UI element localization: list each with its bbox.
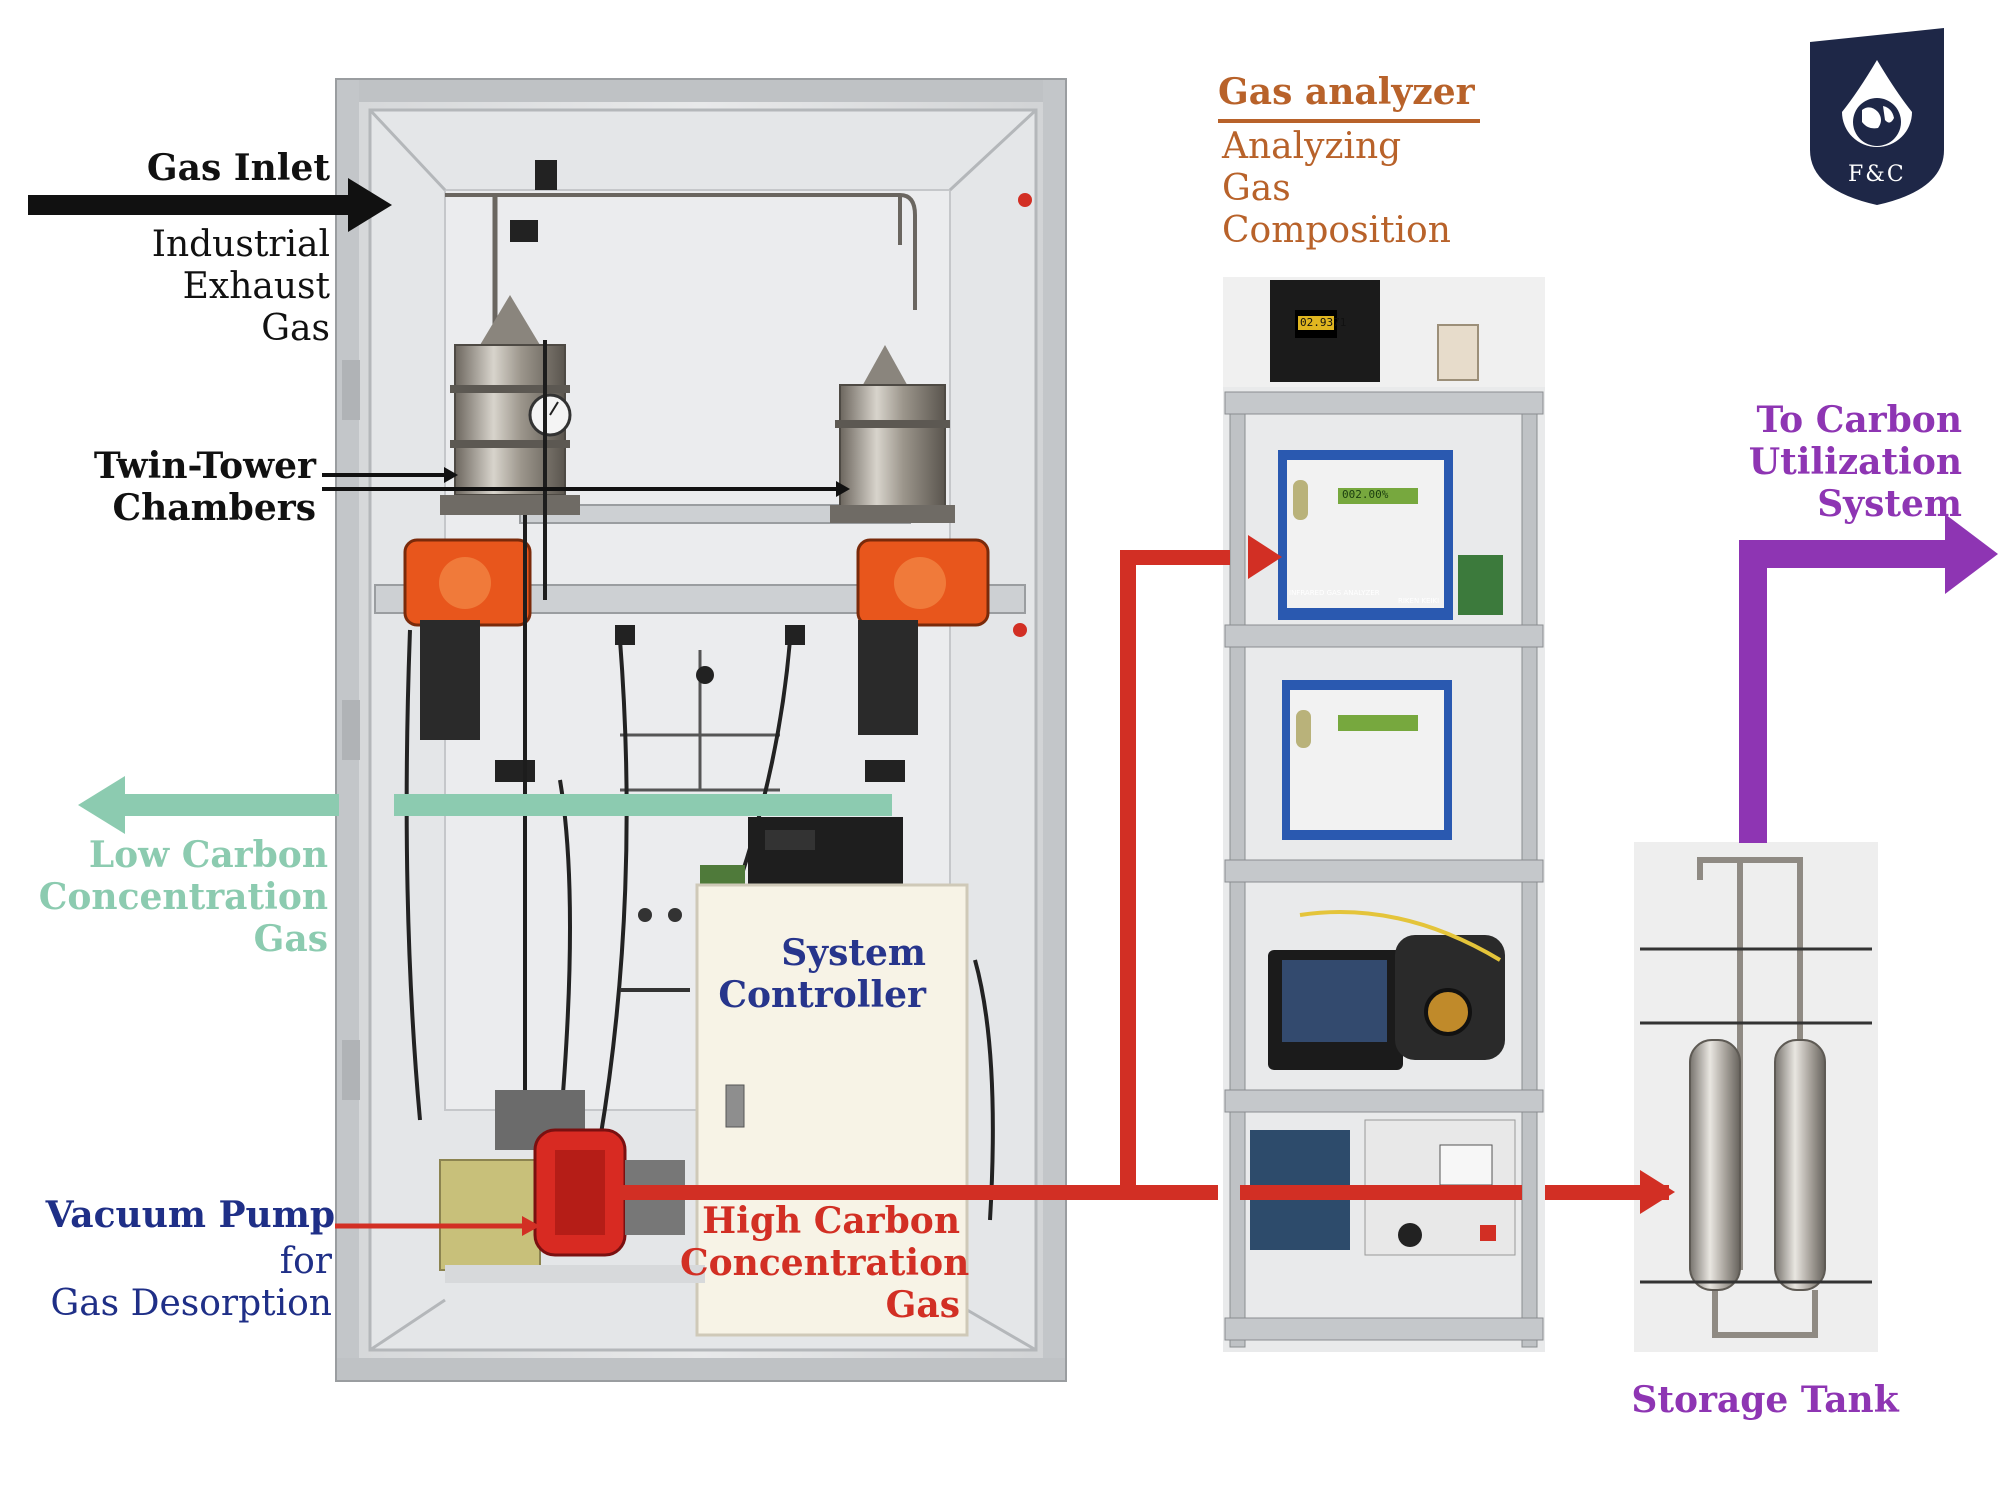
right-tower: [830, 345, 1027, 782]
analyzer-display-top: 02.9371: [1300, 316, 1347, 329]
gas-inlet-title: Gas Inlet: [146, 147, 330, 189]
analyzer-brand: RIKEN KEIKI: [1398, 597, 1440, 605]
analyzer-unit-label: INFRARED GAS ANALYZER: [1289, 589, 1380, 597]
storage-tank-label: Storage Tank: [1631, 1379, 1899, 1421]
high-carbon-arrow: [620, 535, 1675, 1214]
to-carbon-label: To Carbon Utilization System: [1748, 399, 1962, 525]
vacuum-pump-title: Vacuum Pump: [45, 1194, 335, 1236]
controller-box: [695, 817, 969, 1337]
logo-text: F&C: [1848, 162, 1906, 187]
analyzer-rack: [1223, 277, 1545, 1352]
gas-inlet-desc: Industrial Exhaust Gas: [151, 224, 330, 349]
low-carbon-arrow: [78, 776, 892, 834]
fc-logo: [1810, 28, 1944, 205]
analyzer-display-bottom: 002.00%: [1342, 488, 1389, 501]
vacuum-pump-desc: for Gas Desorption: [50, 1241, 332, 1324]
storage-tank: [1634, 842, 1878, 1352]
left-tower: [403, 295, 580, 1150]
system-controller-label: System Controller: [718, 932, 926, 1016]
vacuum-pump-pointer: [335, 1216, 540, 1236]
gas-inlet-arrow: [28, 178, 392, 232]
high-carbon-label: High Carbon Concentration Gas: [680, 1200, 970, 1326]
twin-tower-label: Twin-Tower Chambers: [93, 445, 316, 529]
gas-analyzer-title: Gas analyzer: [1218, 71, 1475, 113]
low-carbon-label: Low Carbon Concentration Gas: [38, 834, 328, 960]
twin-tower-pointers: [322, 467, 850, 497]
gas-analyzer-desc: Analyzing Gas Composition: [1222, 126, 1451, 251]
to-carbon-arrow: [1739, 514, 1998, 843]
gas-analyzer-underline: [1218, 119, 1480, 123]
